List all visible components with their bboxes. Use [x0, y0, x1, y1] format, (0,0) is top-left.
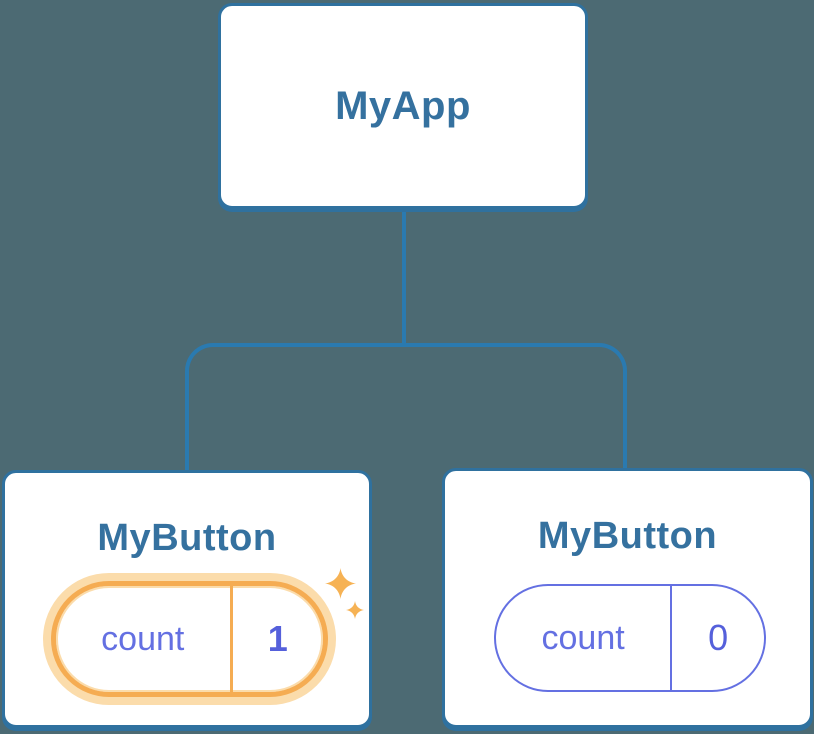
- child-component-label: MyButton: [97, 517, 277, 559]
- connector-stem-line: [402, 205, 406, 347]
- state-value-cell: 1: [233, 586, 323, 692]
- state-value-label: 0: [708, 617, 729, 658]
- state-pill-plain: count 0: [494, 584, 766, 692]
- state-key-label: count: [541, 618, 625, 657]
- state-key-cell: count: [496, 586, 673, 690]
- root-component-label: MyApp: [335, 83, 471, 128]
- state-key-cell: count: [56, 586, 233, 692]
- state-key-label: count: [101, 619, 185, 658]
- child-component-label: MyButton: [537, 515, 718, 557]
- root-component-card: MyApp: [218, 3, 588, 209]
- connector-branch-line: [185, 343, 627, 475]
- sparkle-icon: [325, 568, 356, 599]
- child-component-card-highlighted: MyButton count 1: [2, 470, 372, 728]
- child-component-card-plain: MyButton count 0: [442, 468, 813, 728]
- sparkle-icon: [346, 601, 364, 619]
- state-value-label: 1: [267, 618, 288, 659]
- state-value-cell: 0: [672, 586, 764, 690]
- state-pill-highlighted: count 1: [51, 581, 328, 697]
